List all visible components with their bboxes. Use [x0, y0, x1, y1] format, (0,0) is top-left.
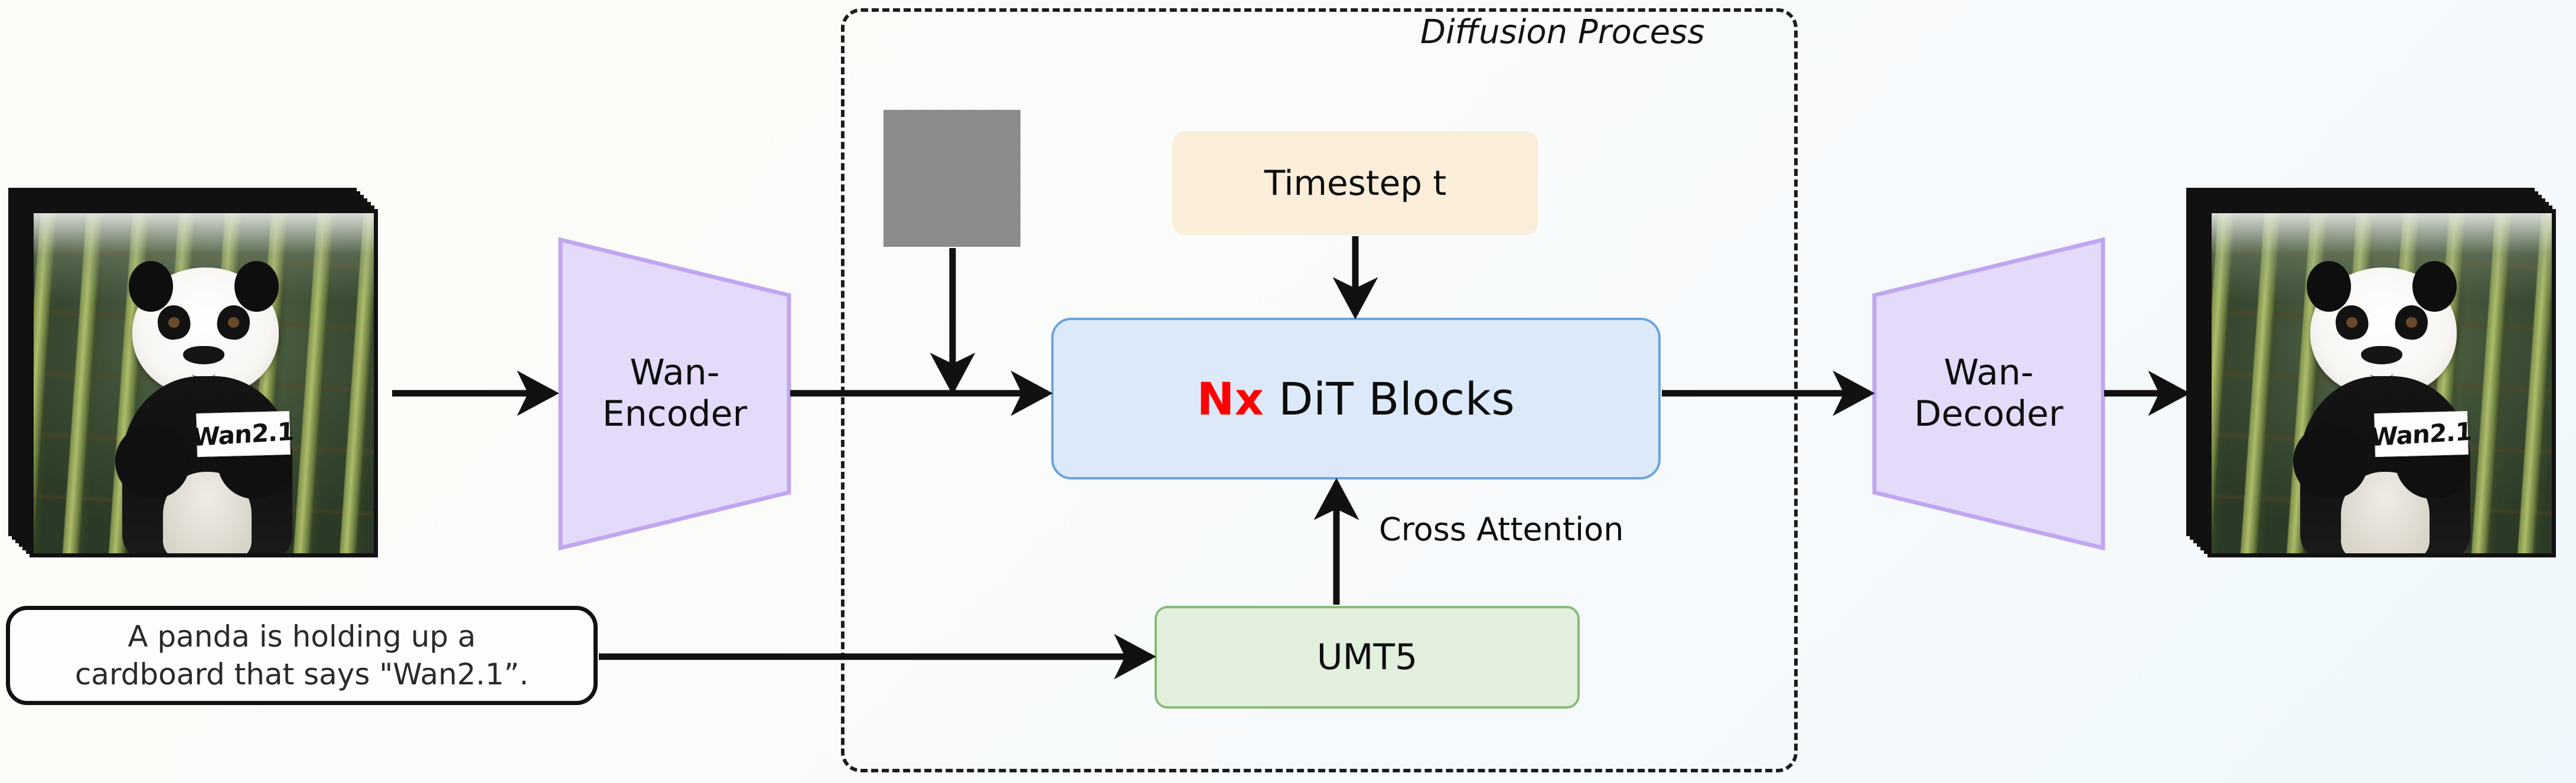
panda-ear-left — [129, 260, 174, 312]
diffusion-process-label: Diffusion Process — [1420, 13, 1705, 51]
dit-blocks-label: DiT Blocks — [1278, 372, 1515, 425]
panda-arm-left — [115, 424, 190, 499]
timestep-label: Timestep t — [1264, 163, 1447, 203]
prompt-text-box[interactable]: A panda is holding up a cardboard that s… — [6, 606, 598, 705]
cross-attention-label: Cross Attention — [1379, 511, 1624, 548]
panda-ear-right — [234, 260, 279, 312]
panda-ear-left — [2307, 260, 2352, 312]
wan-encoder-block[interactable]: Wan- Encoder — [558, 237, 791, 550]
noise-latent-patch — [883, 110, 1020, 247]
dit-repeat-count: N — [1196, 372, 1235, 425]
cardboard-sign-text: Wan2.1 — [2370, 416, 2473, 452]
prompt-text: A panda is holding up a cardboard that s… — [74, 619, 529, 691]
dit-blocks-block[interactable]: Nx DiT Blocks — [1051, 318, 1661, 479]
panda-ear-right — [2412, 260, 2457, 312]
panda-nose — [183, 345, 224, 365]
timestep-block[interactable]: Timestep t — [1172, 131, 1538, 235]
video-frame-top: Wan2.1 — [30, 209, 378, 557]
video-frame-top: Wan2.1 — [2207, 209, 2556, 557]
wan-encoder-trapezoid — [558, 237, 791, 550]
text-encoder-block[interactable]: UMT5 — [1155, 606, 1580, 709]
wan-decoder-label: Wan- Decoder — [1914, 352, 2063, 435]
wan-decoder-trapezoid — [1872, 237, 2105, 550]
cardboard-sign: Wan2.1 — [2370, 410, 2473, 458]
wan-decoder-block[interactable]: Wan- Decoder — [1872, 237, 2105, 550]
dit-blocks-text: Nx DiT Blocks — [1197, 373, 1515, 425]
cardboard-sign: Wan2.1 — [193, 410, 295, 458]
panda-arm-left — [2293, 424, 2368, 499]
text-encoder-label: UMT5 — [1316, 637, 1418, 678]
input-video-frames: Wan2.1 — [8, 188, 378, 557]
cardboard-sign-text: Wan2.1 — [192, 416, 295, 452]
dit-times-symbol: x — [1234, 372, 1264, 425]
panda-nose — [2361, 345, 2402, 365]
wan-encoder-label: Wan- Encoder — [602, 352, 748, 435]
output-video-frames: Wan2.1 — [2186, 188, 2556, 557]
